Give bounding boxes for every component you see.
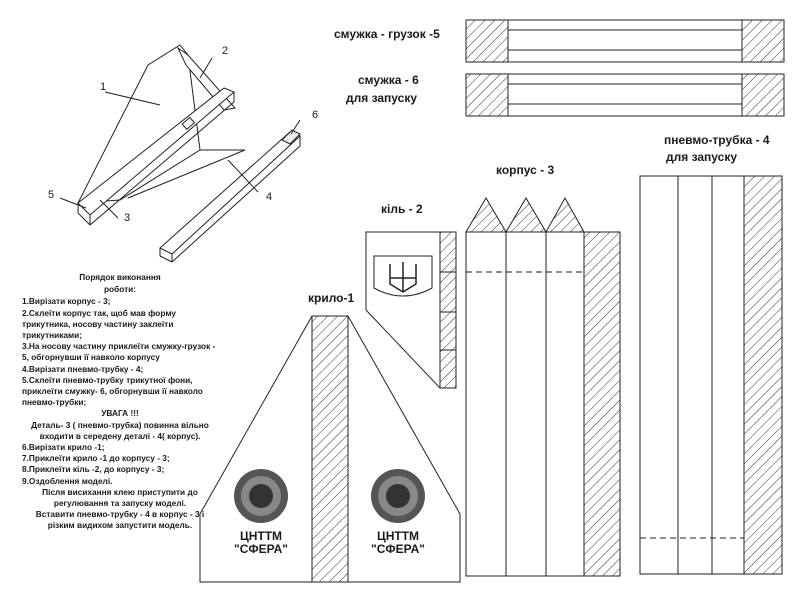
logo-right-text: ЦНТТМ "СФЕРА"	[353, 530, 443, 556]
wing-pattern	[199, 315, 461, 583]
instructions-title-2: роботи:	[103, 284, 137, 295]
tube-pattern	[639, 175, 783, 575]
logo-right-line2: "СФЕРА"	[371, 542, 425, 556]
instruction-step: 1.Вирізати корпус - 3;	[22, 296, 111, 307]
instruction-step: Після висихання клею приступити до регул…	[42, 486, 198, 509]
assembly-number-5: 5	[48, 189, 55, 201]
instruction-step: 5.Склеїти пневмо-трубку трикутної фони, …	[22, 374, 203, 408]
instructions-block: Порядок виконання роботи: 1.Вирізати кор…	[22, 272, 218, 532]
instruction-step: 4.Вирізати пневмо-трубку - 4;	[22, 363, 144, 374]
assembly-strip6	[281, 129, 301, 145]
strip6-label-1: смужка - 6	[358, 73, 419, 87]
instruction-step: Вставити пневмо-трубку - 4 в корпус - 3 …	[35, 509, 205, 531]
assembly-number-2: 2	[222, 45, 229, 57]
logo-left-text: ЦНТТМ "СФЕРА"	[216, 530, 306, 556]
fin-pattern	[365, 231, 457, 389]
instruction-step: 8.Приклеїти кіль -2, до корпусу - 3;	[22, 464, 165, 475]
trident-emblem-icon	[373, 255, 433, 297]
instruction-warning: УВАГА !!!	[101, 408, 139, 419]
assembly-drawing	[59, 44, 301, 263]
tube-label-1: пневмо-трубка - 4	[664, 133, 770, 147]
strip6-pattern	[465, 73, 785, 117]
tube-label-2: для запуску	[666, 150, 738, 164]
instruction-step: 2.Склеїти корпус так, щоб мав форму трик…	[22, 307, 176, 341]
logo-left-line1: ЦНТТМ	[239, 529, 283, 543]
assembly-number-3: 3	[124, 212, 131, 224]
body-label: корпус - 3	[496, 163, 555, 177]
instruction-step: 9.Оздоблення моделі.	[22, 475, 113, 486]
instruction-note: Деталь- 3 ( пневмо-трубка) повинна вільн…	[31, 419, 209, 441]
logo-left-line2: "СФЕРА"	[234, 542, 288, 556]
assembly-number-6: 6	[312, 109, 319, 121]
logo-left-icon	[234, 469, 288, 523]
assembly-number-1: 1	[100, 81, 107, 93]
body-pattern	[465, 196, 621, 577]
assembly-fin-marker	[181, 116, 196, 130]
wing-label: крило-1	[308, 291, 355, 305]
logo-right-line1: ЦНТТМ	[376, 529, 420, 543]
instruction-step: 3.На носову частину приклеїти смужку-гру…	[22, 341, 216, 363]
logo-right-icon	[371, 469, 425, 523]
strip6-label-2: для запуску	[346, 91, 418, 105]
fin-label: кіль - 2	[381, 202, 423, 216]
assembly-number-4: 4	[266, 191, 273, 203]
instructions-title-1: Порядок виконання	[79, 272, 161, 282]
instruction-step: 6.Вирізати крило -1;	[22, 442, 105, 453]
strip5-label: смужка - грузок -5	[334, 27, 440, 41]
instruction-step: 7.Приклеїти крило -1 до корпусу - 3;	[22, 453, 170, 464]
strip5-pattern	[465, 19, 785, 63]
